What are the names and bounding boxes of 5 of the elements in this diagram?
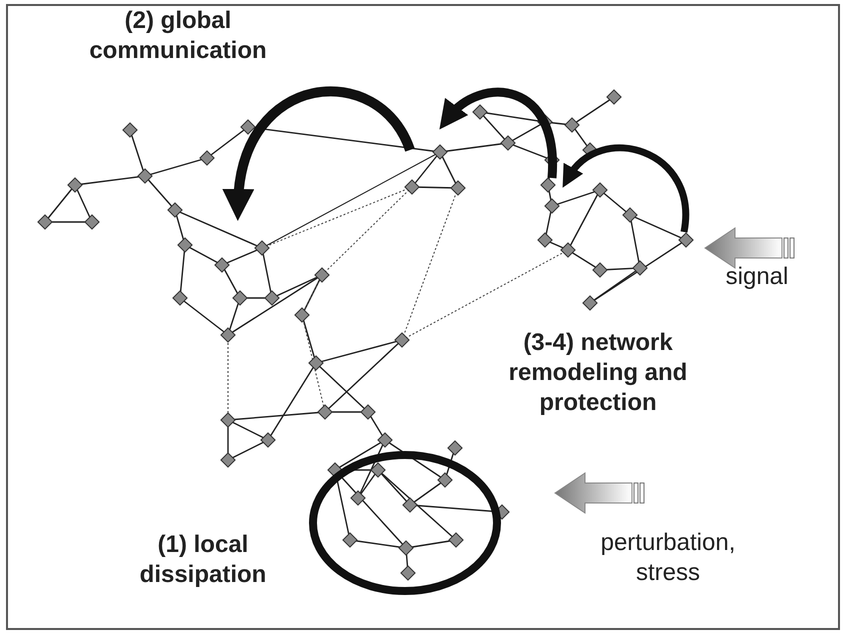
annotation-text: (3-4) network remodeling and protection	[508, 328, 688, 418]
annotation-text: (1) local dissipation	[138, 530, 268, 590]
annotation-text: perturbation, stress	[600, 528, 736, 588]
annotation-text: (2) global communication	[88, 6, 268, 66]
annotation-text: signal	[724, 262, 790, 292]
